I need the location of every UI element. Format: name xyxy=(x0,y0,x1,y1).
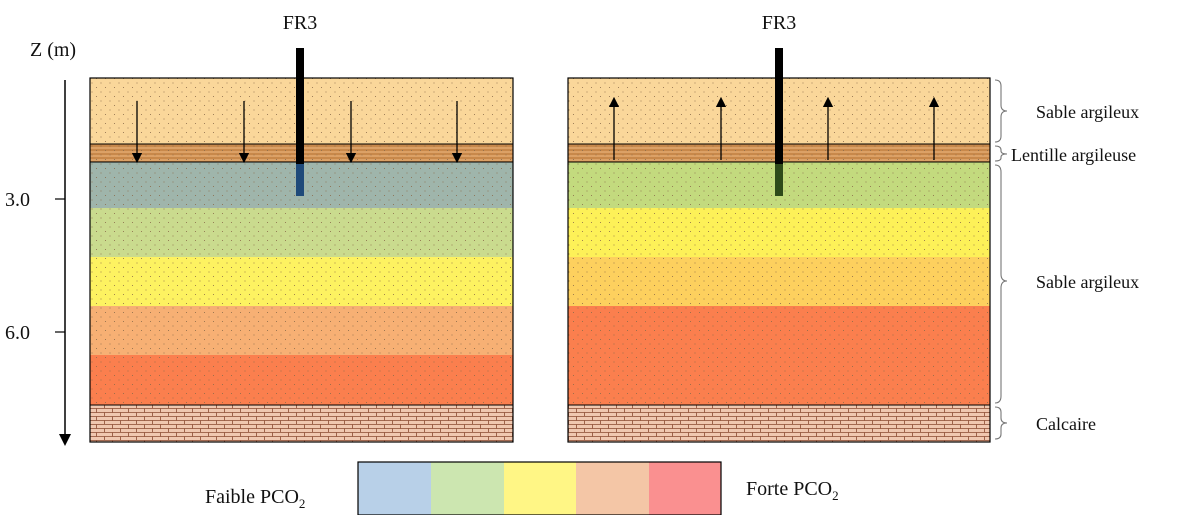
right-well-label: FR3 xyxy=(762,12,796,34)
legend-swatch-2 xyxy=(431,462,504,515)
axis-tick-label: 6.0 xyxy=(5,322,30,344)
axis-label: Z (m) xyxy=(30,39,76,61)
layer-braces xyxy=(994,79,1008,440)
left-soil-column: FR3 xyxy=(89,12,514,443)
pco2-legend: Faible PCO2 Forte PCO2 xyxy=(205,461,839,515)
legend-swatch-5 xyxy=(649,462,721,515)
right-well-screen xyxy=(775,164,783,196)
axis-tick-label: 3.0 xyxy=(5,189,30,211)
brace-sandy-clay-main xyxy=(994,164,1008,404)
layer-label-sandy-clay-top: Sable argileux xyxy=(1036,102,1139,122)
layer-label-limestone: Calcaire xyxy=(1036,414,1096,434)
brace-clay-lens xyxy=(994,145,1008,162)
brace-sandy-clay-top xyxy=(994,79,1008,143)
layer-label-sandy-clay-main: Sable argileux xyxy=(1036,272,1139,292)
legend-swatch-3 xyxy=(504,462,576,515)
legend-high-label: Forte PCO2 xyxy=(746,478,839,503)
right-soil-column: FR3 xyxy=(567,12,991,443)
layer-label-clay-lens: Lentille argileuse xyxy=(1011,145,1136,165)
legend-swatch-4 xyxy=(576,462,649,515)
left-well-label: FR3 xyxy=(283,12,317,34)
brace-limestone xyxy=(994,406,1008,440)
left-layer-limestone xyxy=(90,405,513,442)
legend-swatch-1 xyxy=(358,462,431,515)
left-well-screen xyxy=(296,164,304,196)
legend-low-label: Faible PCO2 xyxy=(205,486,305,511)
right-layer-limestone xyxy=(568,405,990,442)
legend-frame xyxy=(357,461,722,515)
left-well-casing xyxy=(296,48,304,164)
right-well-casing xyxy=(775,48,783,164)
